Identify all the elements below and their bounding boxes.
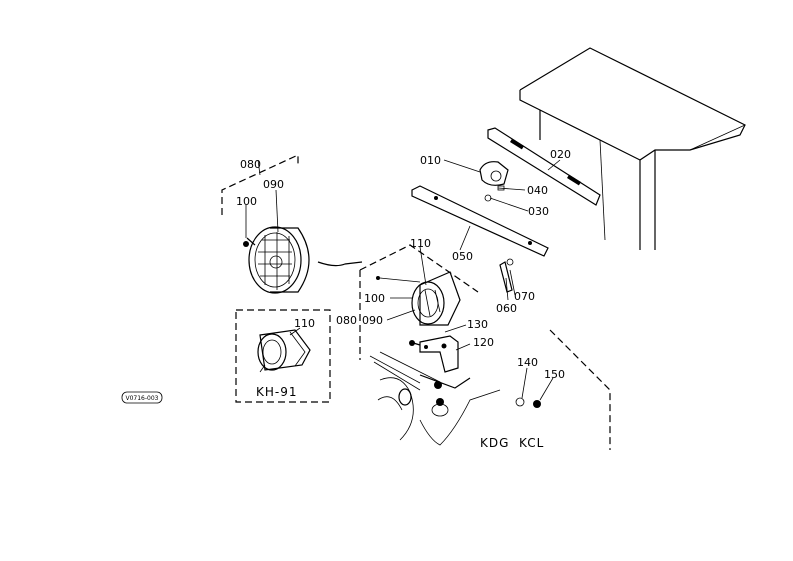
head-lamp-assembly [221, 154, 363, 294]
figure-code-badge: V0716-003 [121, 391, 163, 404]
callout-080-kdg: 080 [336, 314, 357, 327]
leader-lines [245, 159, 561, 401]
callout-070: 070 [514, 290, 535, 303]
kdg-kcl-region [359, 244, 611, 450]
bolt-060 [499, 258, 514, 293]
work-lamp-small [479, 161, 509, 202]
kh91-inset [235, 309, 331, 403]
mounting-bracket [409, 335, 459, 373]
callout-120: 120 [473, 336, 494, 349]
variant-kh91: KH-91 [256, 385, 298, 399]
hood-outline [519, 47, 746, 250]
fender-mount [369, 351, 541, 446]
callout-050: 050 [452, 250, 473, 263]
callout-030: 030 [528, 205, 549, 218]
callout-150: 150 [544, 368, 565, 381]
callout-140: 140 [517, 356, 538, 369]
callout-010: 010 [420, 154, 441, 167]
callout-080-top: 080 [240, 158, 261, 171]
callout-110-kh: 110 [294, 317, 315, 330]
callout-060: 060 [496, 302, 517, 315]
callout-100-top: 100 [236, 195, 257, 208]
callout-040: 040 [527, 184, 548, 197]
callout-130: 130 [467, 318, 488, 331]
figure-code: V0716-003 [126, 395, 159, 402]
callout-100-kdg: 100 [364, 292, 385, 305]
callout-020: 020 [550, 148, 571, 161]
lamp-bracket-bar [411, 185, 549, 257]
upper-mounting-plate [487, 127, 601, 206]
callout-090-top: 090 [263, 178, 284, 191]
variant-kdg-kcl: KDG KCL [480, 436, 544, 450]
callout-090-kdg: 090 [362, 314, 383, 327]
callout-110-kdg: 110 [410, 237, 431, 250]
kdg-lamp [376, 271, 461, 326]
